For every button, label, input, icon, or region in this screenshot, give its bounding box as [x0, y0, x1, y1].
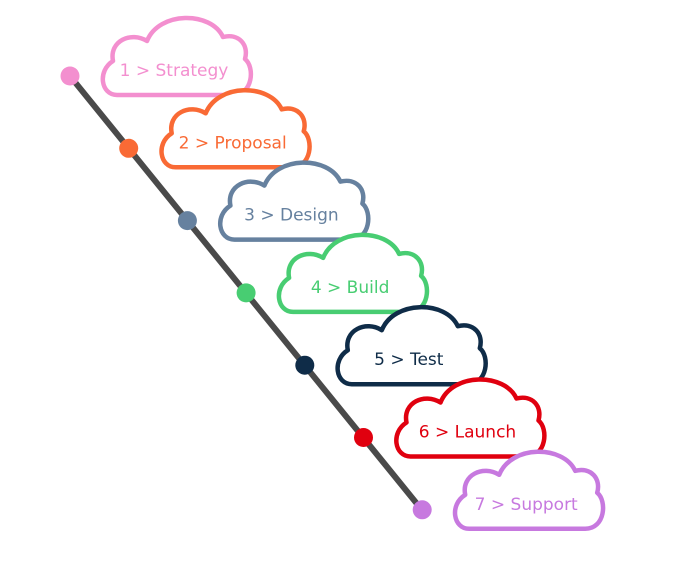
step-label: 3 > Design	[244, 206, 339, 226]
cloud-icon	[335, 304, 488, 387]
timeline-dot	[295, 355, 315, 375]
step-label: 4 > Build	[311, 278, 390, 298]
timeline-dot	[119, 138, 139, 158]
cloud-icon	[276, 232, 430, 315]
step-test: 5 > Test	[295, 304, 488, 387]
step-launch: 6 > Launch	[354, 377, 547, 459]
step-label: 1 > Strategy	[120, 61, 229, 81]
step-label: 5 > Test	[374, 350, 444, 370]
step-label: 2 > Proposal	[179, 133, 287, 153]
step-build: 4 > Build	[236, 232, 430, 315]
timeline-dot	[236, 283, 256, 303]
step-support: 7 > Support	[412, 449, 606, 532]
steps-layer: 1 > Strategy 2 > Proposal 3 > Design 4 > Bu…	[60, 15, 606, 532]
step-design: 3 > Design	[177, 160, 371, 242]
cloud-icon	[218, 160, 371, 242]
step-label: 6 > Launch	[419, 423, 516, 443]
step-proposal: 2 > Proposal	[119, 88, 312, 170]
timeline-dot	[60, 66, 80, 86]
cloud-icon	[452, 449, 606, 532]
cloud-icon	[159, 88, 312, 170]
step-label: 7 > Support	[475, 495, 578, 515]
timeline-dot	[177, 211, 197, 231]
cloud-icon	[100, 15, 254, 98]
timeline-dot	[412, 500, 432, 520]
step-strategy: 1 > Strategy	[60, 15, 254, 98]
timeline-dot	[354, 428, 373, 447]
cloud-icon	[394, 377, 547, 459]
